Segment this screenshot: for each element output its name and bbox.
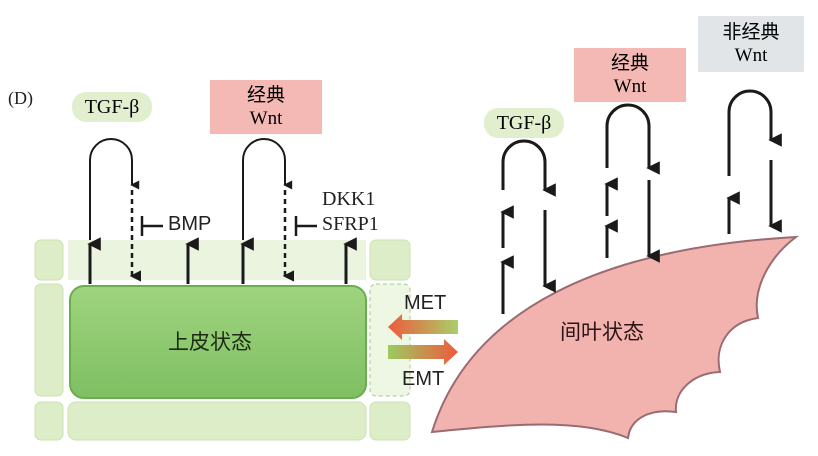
left-canonical-label: 经典 <box>246 84 285 106</box>
bmp-inhibition-bar <box>140 216 163 236</box>
right-canonical-wnt-box: 经典 Wnt <box>574 48 686 102</box>
left-canonical-wnt-box: 经典 Wnt <box>210 80 322 134</box>
sfrp1-label: SFRP1 <box>322 213 379 235</box>
left-tgf-beta-signal: TGF-β <box>72 92 152 122</box>
left-wnt-label: Wnt <box>249 108 283 129</box>
epithelial-state-cell <box>69 285 367 399</box>
left-tgf-loop <box>89 138 140 240</box>
right-noncanonical-wnt-box: 非经典 Wnt <box>698 16 804 72</box>
dkk1-label: DKK1 <box>322 188 376 210</box>
emt-label: EMT <box>402 368 445 390</box>
mesenchymal-state-cell <box>430 235 800 440</box>
right-tgf-loop <box>500 139 556 314</box>
epithelial-tissue-background <box>34 239 411 441</box>
dkk-sfrp-inhibition-bar <box>294 216 317 236</box>
epithelial-state-label: 上皮状态 <box>168 330 252 354</box>
right-noncanonical-wnt-label: Wnt <box>734 45 768 66</box>
right-wnt-loop <box>604 103 660 263</box>
right-noncanonical-label: 非经典 <box>722 21 780 43</box>
left-wnt-loop <box>242 138 293 240</box>
met-label: MET <box>404 292 447 314</box>
right-wnt-label: Wnt <box>613 76 647 97</box>
right-noncanonical-wnt-loop <box>726 89 782 234</box>
mesenchymal-state-label: 间叶状态 <box>560 320 644 344</box>
right-tgf-beta-label: TGF-β <box>496 111 552 134</box>
right-canonical-label: 经典 <box>610 52 649 74</box>
emt-arrow <box>388 339 458 365</box>
left-tgf-beta-label: TGF-β <box>84 95 140 118</box>
panel-label: (D) <box>8 88 33 108</box>
met-arrow <box>388 314 458 340</box>
bmp-label: BMP <box>168 213 212 235</box>
right-tgf-beta-signal: TGF-β <box>484 108 564 138</box>
